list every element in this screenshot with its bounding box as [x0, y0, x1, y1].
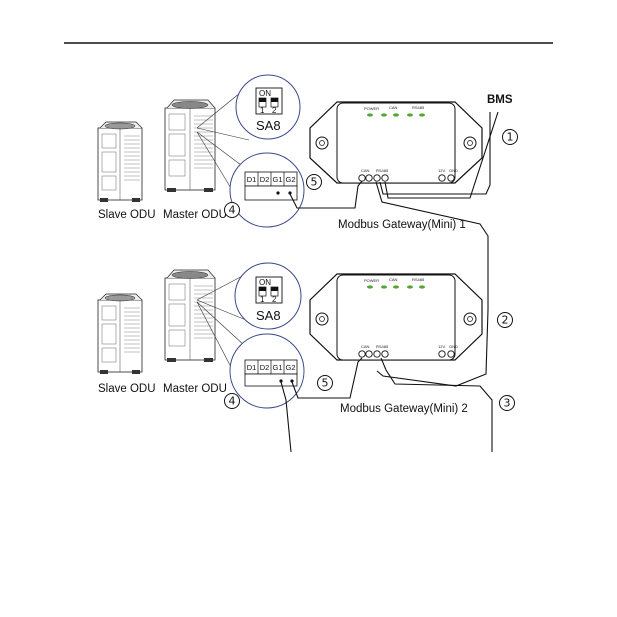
terminal-g2-1: G2 — [285, 175, 295, 184]
switch-2-label-1: 2 — [272, 106, 277, 115]
led-power-2 — [367, 285, 373, 289]
slave-odu-2-icon — [97, 293, 143, 375]
callout-2: 2 — [502, 314, 509, 327]
terminal-d2-2: D2 — [260, 363, 270, 372]
terminal-d1-2: D1 — [247, 363, 257, 372]
led-rs485-a-1 — [407, 113, 413, 117]
port-gnd-label-2: GND — [449, 344, 458, 349]
sa8-label-2: SA8 — [256, 308, 281, 323]
led-power-1 — [367, 113, 373, 117]
switch-1-label-2: 1 — [260, 295, 265, 304]
terminal-g2-2: G2 — [285, 363, 295, 372]
sa8-label-1: SA8 — [256, 118, 281, 133]
wires-1 — [289, 111, 499, 387]
slave-odu-1-label: Slave ODU — [98, 209, 156, 221]
terminal-block-1: D1 D2 G1 G2 — [244, 171, 298, 201]
switch-2-label-2: 2 — [272, 295, 277, 304]
port-12v-label-2: 12V — [438, 344, 445, 349]
led-can-label-1: CAN — [389, 105, 398, 110]
master-odu-1-label: Master ODU — [163, 209, 227, 221]
callout-5-1: 5 — [311, 176, 318, 189]
gateway-1: POWER CAN RS485 CAN RS485 12V GND — [309, 101, 483, 184]
terminal-d1-1: D1 — [247, 175, 257, 184]
master-odu-2-label: Master ODU — [163, 383, 227, 395]
port-can-label-2: CAN — [361, 344, 370, 349]
led-rs485-label-2: RS485 — [412, 277, 425, 282]
terminal-d2-1: D2 — [260, 175, 270, 184]
port-gnd-label-1: GND — [449, 168, 458, 173]
switch-1-label-1: 1 — [260, 106, 265, 115]
master-odu-2-icon — [164, 269, 216, 363]
callout-4-1: 4 — [229, 204, 236, 217]
gateway-2: POWER CAN RS485 CAN RS485 12V GND — [309, 273, 483, 361]
switch-on-label-1: ON — [259, 89, 271, 98]
port-rs485-label-1: RS485 — [376, 168, 389, 173]
slave-odu-2-label: Slave ODU — [98, 383, 156, 395]
led-can-a-2 — [381, 285, 387, 289]
led-can-label-2: CAN — [389, 277, 398, 282]
switch-on-label-2: ON — [259, 278, 271, 287]
port-can-label-1: CAN — [361, 168, 370, 173]
led-rs485-b-2 — [419, 285, 425, 289]
led-can-a-1 — [381, 113, 387, 117]
callout-5-2: 5 — [322, 377, 329, 390]
led-rs485-label-1: RS485 — [412, 105, 425, 110]
led-rs485-a-2 — [407, 285, 413, 289]
led-can-b-1 — [393, 113, 399, 117]
slave-odu-1-icon — [97, 121, 143, 203]
terminal-g1-1: G1 — [272, 175, 282, 184]
led-power-label-1: POWER — [364, 106, 379, 111]
led-can-b-2 — [393, 285, 399, 289]
port-rs485-label-2: RS485 — [376, 344, 389, 349]
system-2: Slave ODU Master ODU ON 1 2 SA8 D1 D2 G1… — [97, 262, 515, 415]
system-1: Slave ODU Master ODU ON 1 2 SA8 D1 D2 G1… — [97, 74, 518, 231]
terminal-block-2: D1 D2 G1 G2 — [244, 359, 298, 387]
led-power-label-2: POWER — [364, 278, 379, 283]
gateway-2-label: Modbus Gateway(Mini) 2 — [340, 403, 468, 415]
master-odu-1-icon — [164, 99, 216, 193]
callout-3: 3 — [504, 397, 511, 410]
gateway-1-label: Modbus Gateway(Mini) 1 — [338, 219, 466, 231]
port-12v-label-1: 12V — [438, 168, 445, 173]
terminal-g1-2: G1 — [272, 363, 282, 372]
callout-1: 1 — [507, 131, 514, 144]
wires-2 — [280, 357, 493, 453]
led-rs485-b-1 — [419, 113, 425, 117]
bms-label: BMS — [487, 94, 513, 106]
callout-4-2: 4 — [229, 395, 236, 408]
